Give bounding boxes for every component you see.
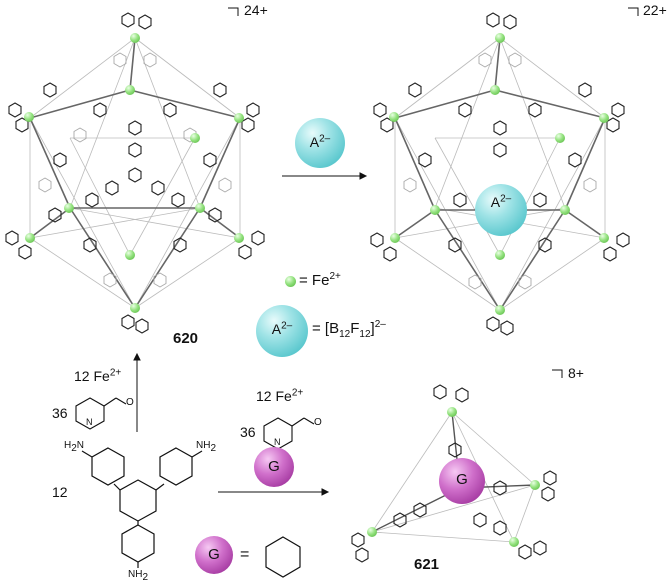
fe-ion-icon (25, 233, 35, 243)
anion-legend-symbol: A (271, 321, 282, 337)
fe-ion-icon (64, 203, 74, 213)
amine-count: 12 (52, 484, 68, 500)
anion-legend-charge: 2– (281, 320, 293, 332)
fe-reagent-right-charge: 2+ (291, 387, 304, 399)
fe-reagent-left: 12 Fe2+ (74, 368, 121, 384)
fe-legend-charge: 2+ (329, 271, 341, 282)
fe-ion-icon (130, 33, 140, 43)
cage-anion-complex-drawing (370, 12, 630, 336)
fe-legend-text: = Fe2+ (299, 271, 341, 290)
nh2-left-n: N (76, 440, 85, 451)
fe-ion-icon (599, 113, 609, 123)
nh2-bottom-h: H (135, 569, 143, 580)
anion-charge: 2– (319, 133, 331, 145)
fe-ion-icon (234, 113, 244, 123)
fe-ion-icon (24, 112, 34, 122)
fe-ion-icon (125, 250, 135, 260)
aldehyde-o-left: O (126, 397, 134, 408)
nh2-label-right: NH2 (196, 440, 217, 454)
charge-label-product: 22+ (643, 2, 667, 18)
anion-legend-icon: A2– (256, 305, 308, 357)
fe-ion-icon (190, 133, 200, 143)
anion-formula-charge: 2– (374, 319, 386, 330)
cage-621-drawing (351, 384, 557, 563)
compound-label-620: 620 (173, 330, 199, 347)
encapsulated-guest-symbol: G (456, 471, 468, 488)
fe-legend-equals: = Fe (299, 272, 330, 289)
encapsulated-anion-symbol: A (490, 194, 501, 210)
fe-ion-icon (530, 480, 540, 490)
aldehyde-count-right: 36 (240, 424, 256, 440)
fe-ion-icon (560, 205, 570, 215)
nh2-left-sub: 2 (71, 443, 77, 454)
reaction-arrows (133, 172, 368, 496)
guest-legend-icon: G (195, 536, 233, 574)
nh2-bottom-n: N (128, 569, 136, 580)
fe-ion-icon (389, 112, 399, 122)
fe-ion-icon (367, 527, 377, 537)
fe-ion-icon (599, 233, 609, 243)
aldehyde-o-right: O (314, 417, 322, 428)
charge-label-620: 24+ (244, 2, 268, 18)
encapsulated-guest-icon: G (439, 458, 485, 504)
encapsulated-anion-charge: 2– (500, 193, 512, 205)
nh2-right-n: N (196, 440, 204, 451)
triamine-structure (81, 447, 203, 568)
guest-symbol: G (268, 458, 280, 475)
guest-legend-equals: = (240, 546, 250, 563)
fe-ion-icon (495, 305, 505, 315)
fe-ion-icon (195, 203, 205, 213)
fe-ion-icon (555, 133, 565, 143)
nh2-right-h: H (203, 440, 211, 451)
guest-ball-icon: G (254, 447, 294, 487)
anion-formula: = [B12F12]2– (312, 319, 386, 340)
fe-ion-icon (447, 407, 457, 417)
anion-formula-close: ] (370, 320, 375, 337)
encapsulated-anion-icon: A2– (475, 184, 527, 236)
fe-legend-icon (285, 276, 296, 287)
cyclohexane-structure (265, 536, 301, 578)
compound-label-621: 621 (414, 556, 440, 573)
cage-620-drawing (5, 12, 265, 334)
aldehyde-count-left: 36 (52, 405, 68, 421)
fe-reagent-right: 12 Fe2+ (256, 388, 303, 404)
aldehyde-structure-right (263, 417, 315, 450)
nh2-label-bottom: NH2 (128, 569, 149, 583)
fe-ion-icon (130, 303, 140, 313)
anion-formula-b-sub: 12 (339, 329, 351, 340)
fe-ion-icon (125, 85, 135, 95)
fe-ion-icon (430, 205, 440, 215)
fe-reagent-left-count: 12 Fe (74, 368, 110, 384)
nh2-right-sub: 2 (210, 443, 217, 454)
nh2-left-h: H (64, 440, 72, 451)
aldehyde-structure-left (75, 397, 127, 430)
guest-legend-symbol: G (208, 546, 220, 563)
fe-reagent-right-count: 12 Fe (256, 388, 292, 404)
fe-reagent-left-charge: 2+ (109, 367, 122, 379)
aldehyde-n-left: N (86, 417, 93, 427)
anion-formula-f-sub: 12 (359, 329, 371, 340)
fe-ion-icon (495, 250, 505, 260)
aldehyde-n-right: N (274, 437, 281, 447)
fe-ion-icon (495, 33, 505, 43)
anion-ball-icon: A2– (295, 118, 345, 168)
nh2-bottom-sub: 2 (142, 572, 149, 583)
nh2-label-left: H2N (64, 440, 85, 454)
fe-ion-icon (490, 85, 500, 95)
charge-label-621: 8+ (568, 365, 584, 381)
charge-brackets (228, 7, 639, 378)
anion-formula-prefix: = [B (312, 320, 340, 337)
anion-symbol: A (309, 134, 320, 150)
anion-formula-f: F (350, 320, 360, 337)
fe-ion-icon (390, 233, 400, 243)
fe-ion-icon (234, 233, 244, 243)
fe-ion-icon (509, 537, 519, 547)
